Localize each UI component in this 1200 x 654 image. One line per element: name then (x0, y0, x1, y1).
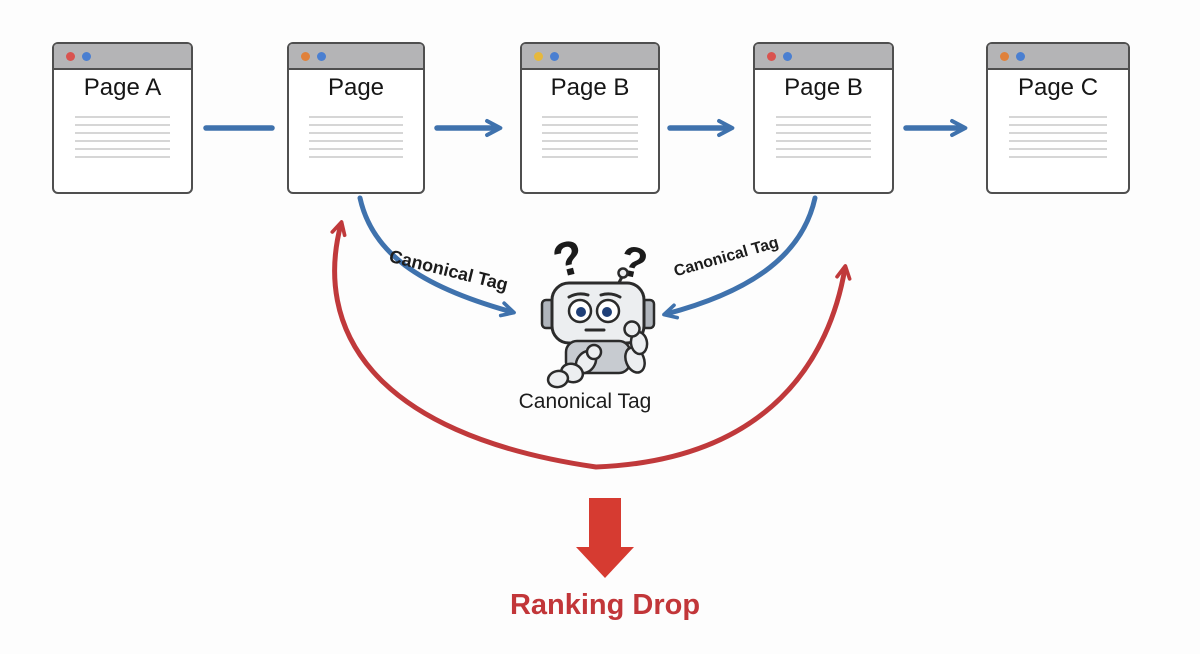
browser-window-page-b1: Page B (520, 42, 660, 194)
window-titlebar (755, 44, 892, 70)
window-title: Page B (784, 74, 863, 101)
window-dot-icon (301, 51, 310, 61)
canonical-curve-left (357, 195, 516, 318)
window-dot-icon (1016, 51, 1025, 61)
window-title: Page (327, 74, 385, 101)
ranking-drop-label: Ranking Drop (509, 589, 701, 621)
window-dot-icon (317, 51, 326, 61)
browser-window-page: Page (287, 42, 425, 194)
content-lines (74, 116, 171, 160)
confused-robot-icon: ? ? (528, 230, 673, 390)
window-titlebar (988, 44, 1128, 70)
browser-window-page-a: Page A (52, 42, 193, 194)
robot-caption: Canonical Tag (518, 390, 652, 413)
browser-window-page-b2: Page B (753, 42, 894, 194)
content-lines (309, 116, 403, 160)
window-titlebar (522, 44, 658, 70)
content-lines (775, 116, 872, 160)
window-dot-icon (82, 51, 91, 61)
window-dot-icon (534, 51, 543, 61)
window-dot-icon (550, 51, 559, 61)
window-dot-icon (1000, 51, 1009, 61)
down-block-arrow (576, 498, 634, 578)
window-dot-icon (767, 51, 776, 61)
window-titlebar (54, 44, 191, 70)
content-lines (1009, 116, 1107, 160)
window-titlebar (289, 44, 423, 70)
window-title: Page A (83, 74, 162, 101)
browser-window-page-c: Page C (986, 42, 1130, 194)
ranking-loop-arrow (330, 220, 852, 470)
window-title: Page B (550, 74, 630, 101)
question-mark-icon: ? (548, 230, 589, 289)
content-lines (542, 116, 638, 160)
window-dot-icon (783, 51, 792, 61)
window-dot-icon (66, 51, 75, 61)
window-title: Page C (1017, 74, 1099, 101)
